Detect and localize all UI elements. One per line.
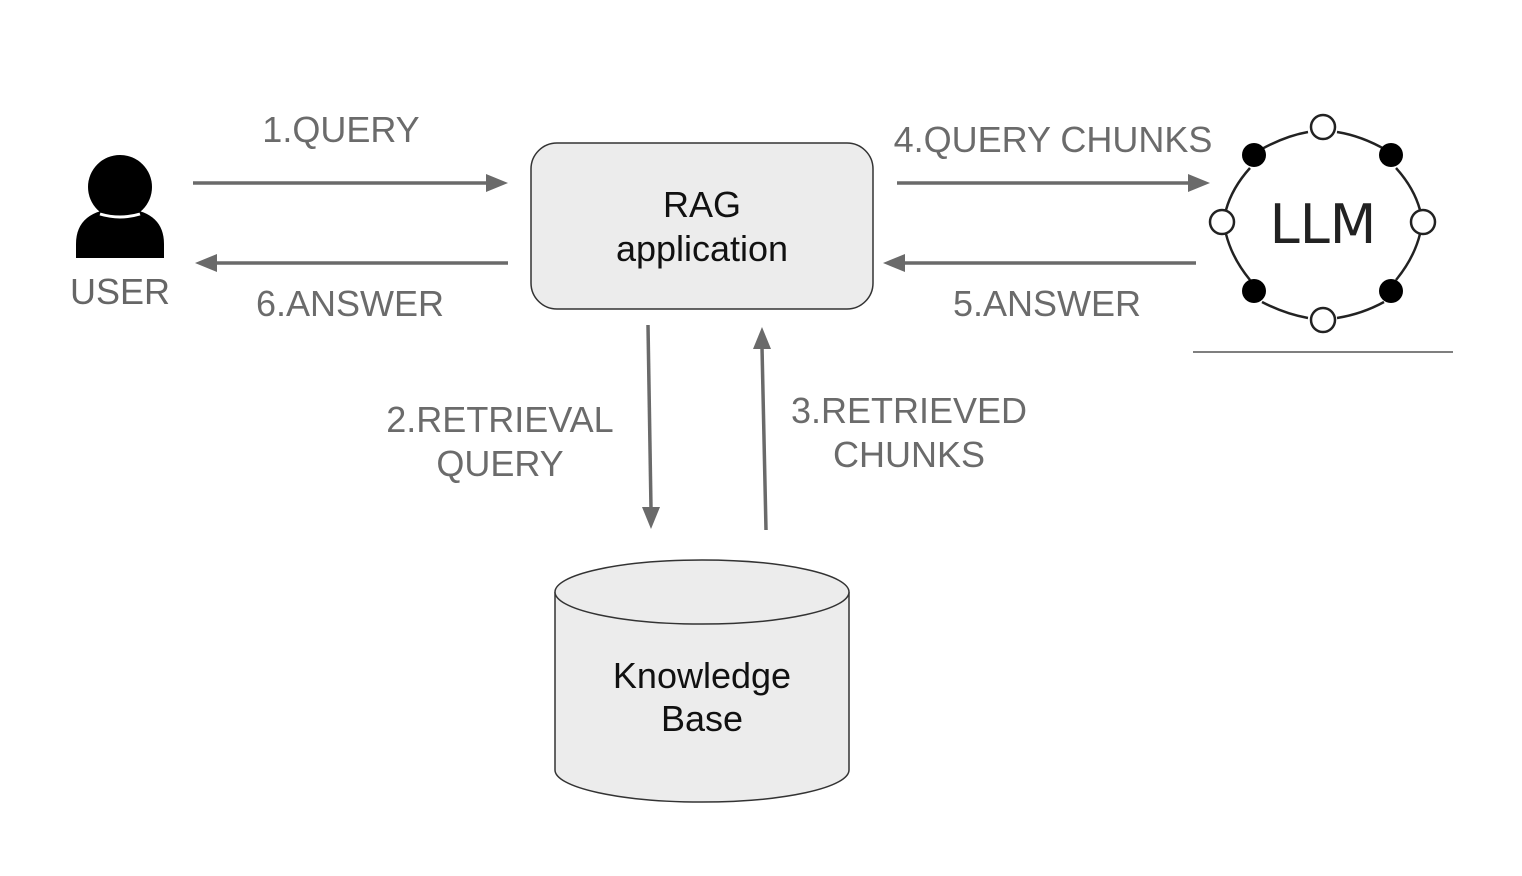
arrow-retrieval-query [642, 324, 660, 529]
edge-label-retrieval-query-line2: QUERY [436, 443, 563, 484]
llm-label: LLM [1270, 193, 1377, 256]
edge-label-query: 1.QUERY [262, 109, 419, 150]
edge-label-retrieval-query-line1: 2.RETRIEVAL [386, 399, 613, 440]
arrow-answer-from-llm [883, 254, 1196, 272]
knowledge-base-label-line1: Knowledge [613, 655, 791, 696]
edge-label-answer-to-user: 6.ANSWER [256, 283, 444, 324]
user-label: USER [70, 271, 170, 312]
llm-ring-icon [1208, 113, 1437, 334]
user-node: USER [70, 155, 170, 312]
edge-label-retrieved-chunks-line2: CHUNKS [833, 434, 985, 475]
rag-application-label-line2: application [616, 228, 788, 269]
arrow-query [193, 174, 508, 192]
knowledge-base-node: Knowledge Base [554, 559, 850, 803]
rag-application-label-line1: RAG [663, 184, 741, 225]
knowledge-base-cylinder-body [554, 592, 850, 803]
knowledge-base-cylinder-top [554, 559, 850, 625]
edge-label-answer-from-llm: 5.ANSWER [953, 283, 1141, 324]
user-icon [76, 155, 164, 258]
edge-label-retrieved-chunks-line1: 3.RETRIEVED [791, 390, 1027, 431]
knowledge-base-label-line2: Base [661, 698, 743, 739]
rag-application-box [530, 142, 874, 310]
arrow-answer-to-user [195, 254, 508, 272]
arrow-query-chunks [897, 174, 1210, 192]
arrow-retrieved-chunks [753, 327, 771, 531]
rag-application-node: RAG application [530, 142, 874, 310]
edge-label-query-chunks: 4.QUERY CHUNKS [894, 119, 1213, 160]
llm-node: LLM [1193, 113, 1453, 353]
